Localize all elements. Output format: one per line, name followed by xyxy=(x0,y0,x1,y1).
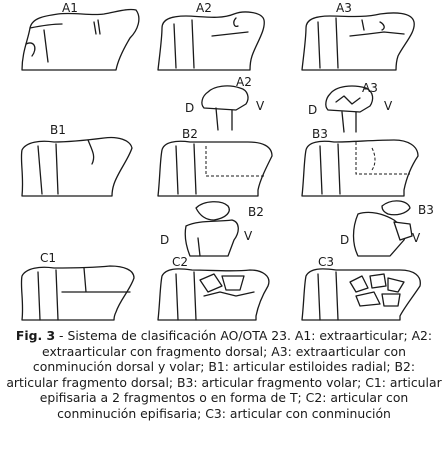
panel-a3: A3 xyxy=(301,1,415,71)
label-b2-dorsal: D xyxy=(160,233,169,247)
label-a3-dorsal: D xyxy=(308,103,317,117)
panel-b3: B3 xyxy=(301,127,419,197)
label-c3: C3 xyxy=(318,255,334,269)
label-b2-volar: V xyxy=(244,229,253,243)
label-b3-dorsal: D xyxy=(340,233,349,247)
label-b2-frag: B2 xyxy=(248,205,264,219)
label-c1: C1 xyxy=(40,251,56,265)
figure-caption-text: - Sistema de clasificación AO/OTA 23. A1… xyxy=(6,328,442,421)
label-a3: A3 xyxy=(336,1,352,15)
label-a2: A2 xyxy=(196,1,212,15)
panel-a1: A1 xyxy=(21,1,140,71)
panel-b1: B1 xyxy=(20,123,133,197)
label-a1: A1 xyxy=(62,1,78,15)
panel-b3-detail: B3 D V xyxy=(340,200,434,257)
figure-caption-label: Fig. 3 xyxy=(15,328,56,343)
panel-b2: B2 xyxy=(157,127,273,197)
panel-b2-detail: B2 D V xyxy=(160,201,264,257)
panel-a3-detail: A3 D V xyxy=(308,81,393,133)
label-b1: B1 xyxy=(50,123,66,137)
label-a2-dorsal: D xyxy=(185,101,194,115)
label-a3-volar: V xyxy=(384,99,393,113)
panel-a2: A2 xyxy=(157,1,265,71)
label-a2-frag: A2 xyxy=(236,75,252,89)
panel-a2-detail: A2 D V xyxy=(185,75,265,131)
label-b3: B3 xyxy=(312,127,328,141)
panel-c2: C2 xyxy=(157,255,270,321)
fracture-classification-figure: A1 A2 A3 A2 D V A3 D V B1 xyxy=(20,1,434,321)
label-b2: B2 xyxy=(182,127,198,141)
label-a3-frag: A3 xyxy=(362,81,378,95)
label-c2: C2 xyxy=(172,255,188,269)
label-b3-volar: V xyxy=(412,231,421,245)
figure-caption: Fig. 3 - Sistema de clasificación AO/OTA… xyxy=(6,328,442,422)
panel-c3: C3 xyxy=(301,255,421,321)
panel-c1: C1 xyxy=(20,251,135,321)
label-a2-volar: V xyxy=(256,99,265,113)
label-b3-frag: B3 xyxy=(418,203,434,217)
